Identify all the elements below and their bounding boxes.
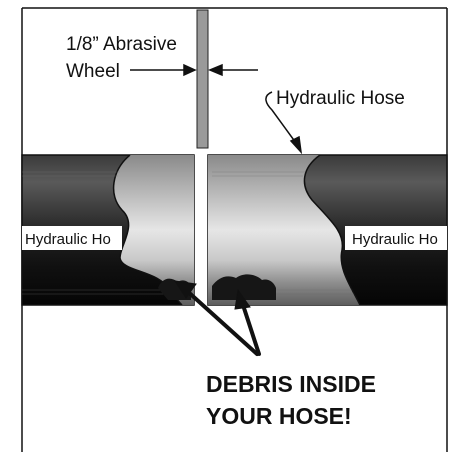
debris-pointer-arrows xyxy=(173,280,261,356)
hose-right-cut-face xyxy=(208,155,360,305)
hose-label-top: Hydraulic Hose xyxy=(276,88,405,109)
hose-pointer-arrow xyxy=(265,91,303,155)
hose-label-left: Hydraulic Ho xyxy=(25,231,111,248)
abrasive-wheel xyxy=(196,9,209,149)
wheel-pointer-arrows xyxy=(130,63,258,77)
hose-left-cut-face xyxy=(113,155,194,305)
debris-caption-line2: YOUR HOSE! xyxy=(206,403,352,429)
wheel-label-line1: 1/8” Abrasive xyxy=(66,34,177,55)
hose-label-right: Hydraulic Ho xyxy=(352,231,438,248)
hose-label-left-box xyxy=(22,226,122,250)
debris-right xyxy=(212,274,276,300)
debris-caption-line1: DEBRIS INSIDE xyxy=(206,371,376,397)
wheel-label-line2: Wheel xyxy=(66,61,120,82)
hose-label-right-box xyxy=(345,226,447,250)
